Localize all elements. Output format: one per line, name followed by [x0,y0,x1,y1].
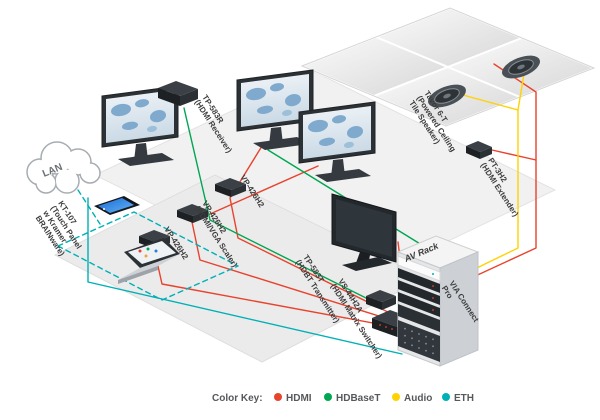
legend-dot-eth [442,393,450,401]
lan-cloud: LAN [26,141,101,194]
legend-label-eth: ETH [454,393,474,404]
scaler-device-1 [215,178,246,197]
legend-dot-hdmi [274,393,282,401]
legend-dot-hdbaset [324,393,332,401]
status-led [432,273,434,275]
monitor-1 [101,85,179,166]
legend-title: Color Key: [212,393,263,404]
hdmi-cable [491,149,537,161]
monitor-2 [236,69,314,150]
legend-label-hdmi: HDMI [286,393,312,404]
av-rack [396,235,480,367]
laptop-edge [118,266,158,284]
touch-panel-kt107 [94,196,140,215]
audio-cable [451,91,519,281]
tp-583t-device [366,290,396,310]
monitor-base [315,169,371,182]
rack-unit [398,292,440,317]
monitor-base [253,137,309,150]
tv-base [342,257,392,271]
eth-wireless-link [77,189,101,225]
audio-cable [517,73,525,111]
status-led [432,297,434,299]
speaker-center [517,64,525,70]
panel-home-dot [103,208,105,210]
rack-vent-dots [404,327,434,355]
pt-3h2-device [466,141,492,159]
status-led [391,328,393,330]
rack-unit [398,304,440,332]
legend: Color Key: HDMI HDBaseT Audio ETH [212,393,474,404]
legend-label-audio: Audio [404,393,432,404]
hdbaset-cable [183,107,379,305]
monitor-base [118,153,174,166]
tp-583r-device [158,81,198,106]
eth-cable [87,197,403,355]
laptop-screen [128,241,176,264]
monitor-screen-map [303,106,371,159]
rack-unit [398,268,440,293]
laptop-base [118,254,180,280]
laptop [118,238,180,284]
hdmi-cable [191,165,399,323]
status-led [379,324,381,326]
ceiling-speaker-2 [502,55,540,79]
scaler-device-2 [177,204,208,223]
tv-display [331,193,397,271]
tv-screen [336,199,392,257]
status-led [432,285,434,287]
rack-unit [398,280,440,305]
ceiling-grid-outline [300,7,596,127]
audio-cables [451,73,525,281]
legend-dot-audio [392,393,400,401]
monitor-3 [298,101,376,182]
status-led [385,326,387,328]
rack-unit-via [397,255,441,282]
panel-screen [98,198,134,213]
eth-network-zone [57,211,239,301]
speaker-center [443,93,451,99]
ceiling-speaker-1 [428,84,466,108]
status-led [432,309,434,311]
legend-label-hdbaset: HDBaseT [336,393,380,404]
eth-cables [57,189,403,355]
rack-side [439,251,479,367]
hdmi-cable [229,145,397,317]
